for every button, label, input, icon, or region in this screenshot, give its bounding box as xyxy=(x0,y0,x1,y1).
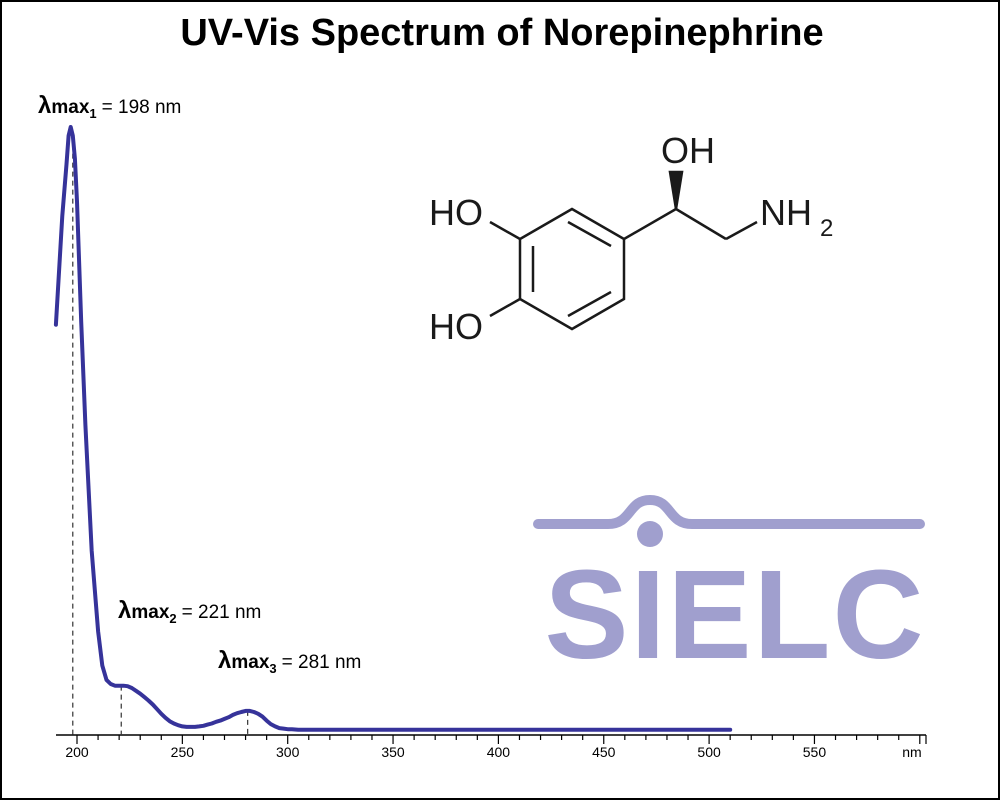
sielc-logo-swoosh xyxy=(533,494,925,529)
lambda-value-text: = 281 nm xyxy=(282,652,362,673)
lambda-symbol: λ xyxy=(38,92,51,119)
lambda-max-label: λmax2 = 221 nm xyxy=(118,597,261,626)
lambda-symbol: λ xyxy=(118,597,131,624)
lambda-max-label: λmax1 = 198 nm xyxy=(38,92,181,121)
label-nh-subscript: 2 xyxy=(820,215,833,242)
chart-title: UV-Vis Spectrum of Norepinephrine xyxy=(180,12,824,54)
x-tick-label: 500 xyxy=(697,744,721,760)
label-nh: NH xyxy=(760,192,812,233)
x-axis-unit-label: nm xyxy=(902,744,921,760)
benzene-inner-bonds xyxy=(531,220,612,318)
label-oh: OH xyxy=(661,130,715,171)
sielc-logo: SIELC xyxy=(533,494,925,685)
benzene-ring xyxy=(518,207,626,331)
spectrum-line xyxy=(53,125,733,732)
lambda-max-label: λmax3 = 281 nm xyxy=(218,647,361,676)
x-tick-label: 450 xyxy=(592,744,616,760)
lambda-subscript: 2 xyxy=(169,611,176,626)
label-ho-upper: HO xyxy=(429,192,483,233)
x-axis: 200 250 300 350 400 450 500 550 nm xyxy=(56,734,927,760)
lambda-max-text: max xyxy=(51,97,89,118)
lambda-value-text: = 198 nm xyxy=(102,97,182,118)
x-tick-label: 250 xyxy=(171,744,195,760)
x-tick-label: 400 xyxy=(487,744,511,760)
label-ho-lower: HO xyxy=(429,306,483,347)
sielc-logo-text: SIELC xyxy=(544,544,925,685)
x-tick-label: 550 xyxy=(803,744,827,760)
lambda-max-markers xyxy=(72,135,249,735)
sielc-logo-i-dot xyxy=(637,521,663,547)
lambda-max-text: max xyxy=(231,652,269,673)
wedge-bond-to-oh xyxy=(668,170,684,210)
bond-ring-to-ho-upper xyxy=(489,220,521,241)
norepinephrine-structure: OH HO HO NH 2 xyxy=(429,130,833,347)
bond-ring-to-ho-lower xyxy=(489,297,521,318)
lambda-max-text: max xyxy=(131,602,169,623)
lambda-symbol: λ xyxy=(218,647,231,674)
x-tick-label: 200 xyxy=(65,744,89,760)
bond-ring-to-chiral-carbon xyxy=(623,207,677,241)
bond-chiral-carbon-to-ch2 xyxy=(675,207,727,241)
x-tick-label: 300 xyxy=(276,744,300,760)
lambda-subscript: 3 xyxy=(269,661,276,676)
bond-ch2-to-nh2 xyxy=(725,220,758,241)
lambda-value-text: = 221 nm xyxy=(182,602,262,623)
lambda-subscript: 1 xyxy=(89,106,96,121)
x-tick-label: 350 xyxy=(381,744,405,760)
